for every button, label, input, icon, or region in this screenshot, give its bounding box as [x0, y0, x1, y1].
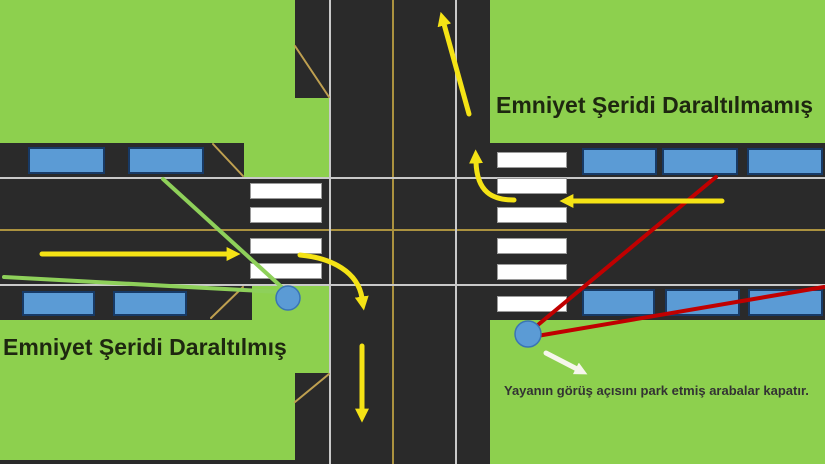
crosswalk-left-bar — [250, 207, 322, 223]
parked-car — [113, 291, 187, 316]
curb-extension-bottom-notch — [295, 320, 330, 373]
lane-taper-marking — [294, 45, 330, 98]
crosswalk-right-bar — [497, 178, 567, 194]
edge-line-top — [0, 177, 825, 179]
crosswalk-right-bar — [497, 296, 567, 312]
curb-extension-top-left — [244, 143, 330, 178]
crosswalk-left-bar — [250, 183, 322, 199]
through-arrow-up — [437, 11, 472, 117]
caption-parked-cars-block-view: Yayanın görüş açısını park etmiş arabala… — [504, 383, 809, 398]
sight-line-clear-lower — [2, 275, 282, 294]
center-line-vertical — [392, 0, 394, 464]
label-lane-narrowed: Emniyet Şeridi Daraltılmış — [3, 334, 287, 360]
crosswalk-right-bar — [497, 264, 567, 280]
label-lane-not-narrowed: Emniyet Şeridi Daraltılmamış — [496, 92, 814, 118]
parked-car — [28, 147, 105, 174]
sight-line-blocked-lower — [535, 285, 825, 338]
parked-car — [128, 147, 204, 174]
parked-car — [582, 289, 655, 316]
lane-taper-marking — [212, 143, 244, 177]
parked-car — [582, 148, 657, 175]
parked-car — [22, 291, 95, 316]
center-line-horizontal — [0, 229, 825, 231]
crosswalk-right-bar — [497, 207, 567, 223]
right-turn-arrow-right — [469, 149, 517, 203]
parked-car — [747, 148, 823, 175]
bottom-shadow — [0, 460, 295, 464]
lane-taper-marking — [294, 373, 330, 403]
curb-extension-top-notch — [295, 98, 330, 144]
crosswalk-left-bar — [250, 238, 322, 254]
crosswalk-right-bar — [497, 152, 567, 168]
pedestrian-view-arrow — [543, 350, 588, 375]
crosswalk-right-bar — [497, 238, 567, 254]
edge-line-right — [455, 0, 457, 464]
sight-line-clear-upper — [161, 177, 288, 293]
parked-car — [662, 148, 738, 175]
lane-taper-marking — [210, 286, 244, 319]
right-turn-arrow-left — [297, 252, 369, 311]
edge-line-bottom — [0, 284, 825, 286]
edge-line-left — [329, 0, 331, 464]
pedestrian-left — [275, 285, 301, 311]
pedestrian-right — [514, 320, 542, 348]
